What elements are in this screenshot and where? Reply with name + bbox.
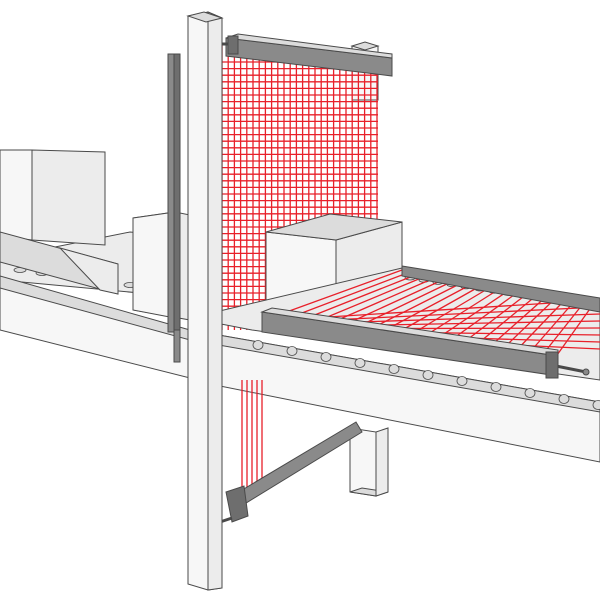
- beam-floor: [552, 301, 596, 361]
- support-leg-right: [349, 427, 389, 497]
- roller-end: [422, 370, 434, 380]
- sensor-bar-top: [202, 33, 393, 77]
- light-curtain-beams-lower: [241, 380, 263, 500]
- roller-end: [354, 358, 366, 368]
- sensor-bar-bottom: [204, 421, 363, 530]
- beam-floor: [323, 275, 440, 327]
- beam-floor: [364, 279, 467, 333]
- roller-end: [558, 394, 570, 404]
- beam-floor: [404, 284, 495, 339]
- sensor-bar-horizontal-front: [260, 307, 590, 379]
- box-back-left: [0, 149, 106, 246]
- roller-end: [524, 388, 536, 398]
- beam-floor: [337, 276, 449, 329]
- roller-end: [286, 346, 298, 356]
- side-guide-left: [0, 231, 119, 295]
- roller-end: [592, 400, 600, 410]
- roller-end: [456, 376, 468, 386]
- beam-floor: [296, 272, 421, 323]
- roller-end: [490, 382, 502, 392]
- front-post: [186, 11, 224, 591]
- beam-floor: [283, 270, 412, 321]
- roller-end: [388, 364, 400, 374]
- box-mid-left: [132, 211, 191, 321]
- beam-floor: [310, 273, 430, 325]
- roller-end: [252, 340, 264, 350]
- roller-ends-front: [252, 340, 600, 410]
- receiver-column: [167, 53, 181, 363]
- roller-end: [320, 352, 332, 362]
- beam-floor: [269, 269, 403, 319]
